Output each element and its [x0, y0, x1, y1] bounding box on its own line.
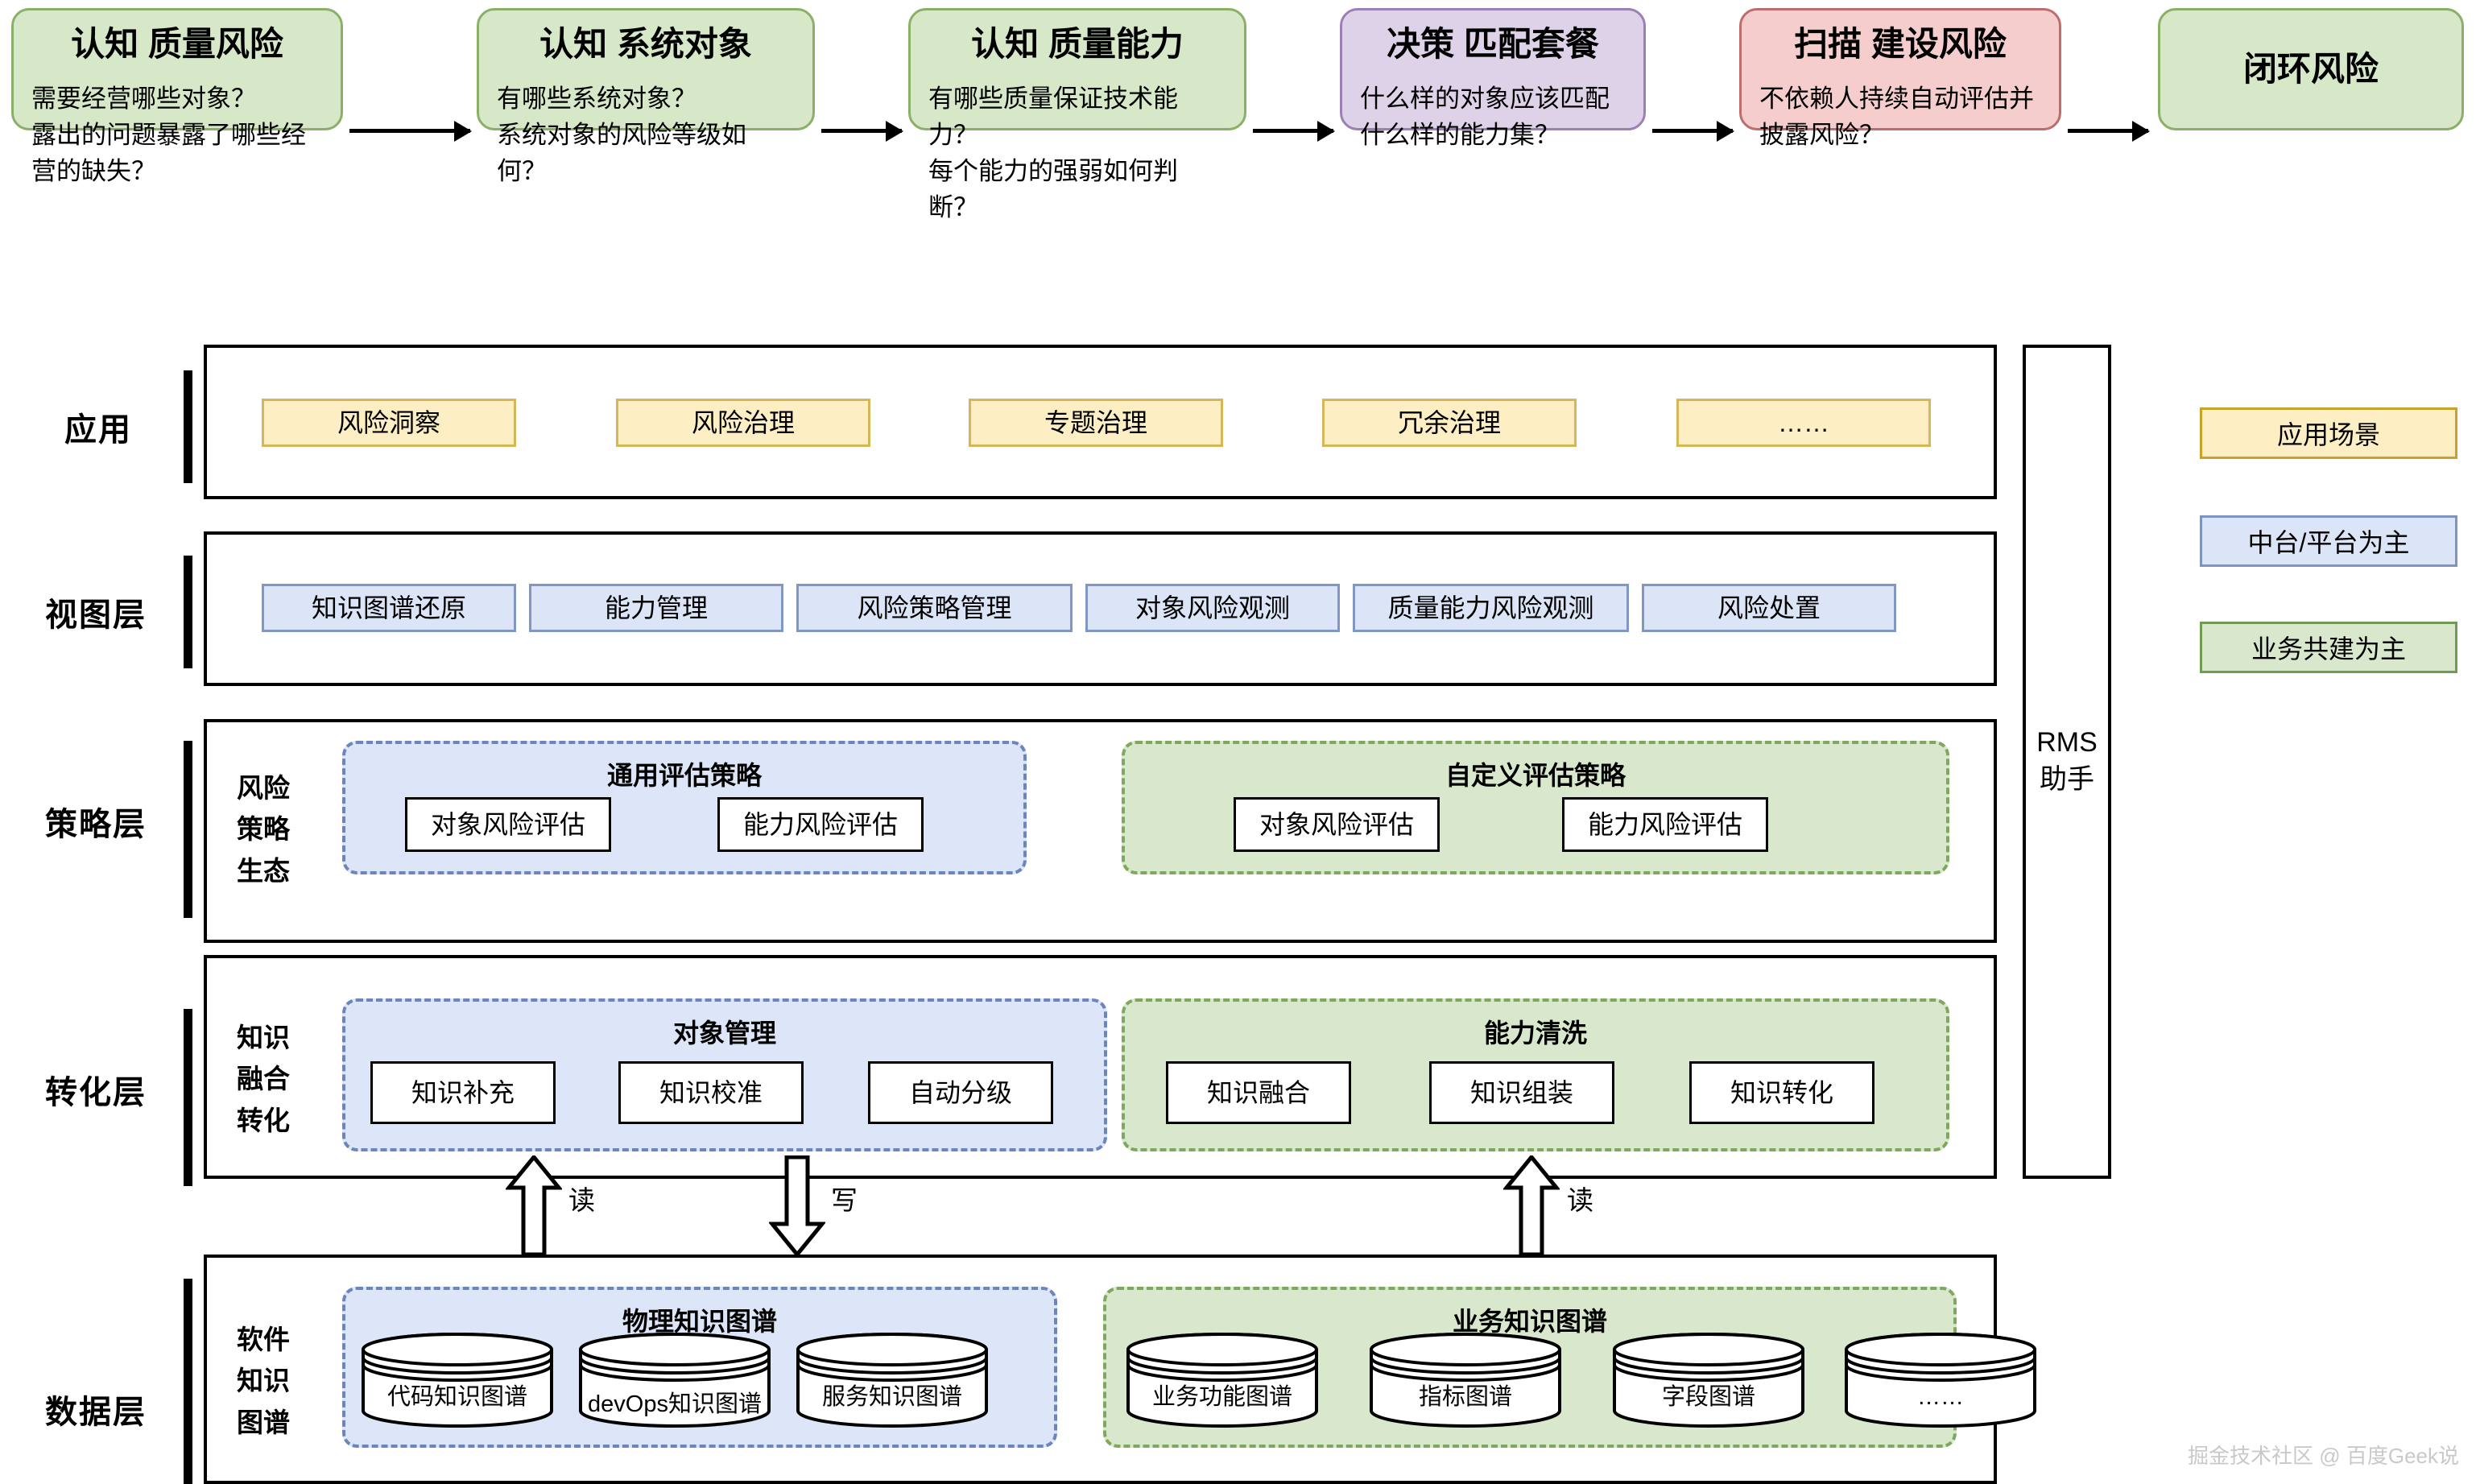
data-group-1-cylinder-0[interactable]: 业务功能图谱: [1126, 1332, 1319, 1428]
app-chip-4[interactable]: ……: [1676, 399, 1931, 447]
app-chip-1[interactable]: 风险治理: [616, 399, 870, 447]
view-chip-1[interactable]: 能力管理: [529, 584, 783, 632]
transform-group-title: 对象管理: [672, 1019, 776, 1048]
layer-label-transform: 转化层: [45, 1075, 147, 1110]
data-group-0-cylinder-1[interactable]: devOps知识图谱: [578, 1332, 771, 1428]
strategy-group-1-item-0[interactable]: 对象风险评估: [1234, 797, 1440, 852]
flow-arrow-3: [1652, 129, 1733, 133]
transform-group-title: 能力清洗: [1483, 1019, 1587, 1048]
flow-step-title: 认知 系统对象: [539, 25, 752, 63]
flow-step-0[interactable]: 认知 质量风险 需要经营哪些对象？ 露出的问题暴露了哪些经营的缺失？: [11, 8, 343, 185]
app-chip-0[interactable]: 风险洞察: [262, 399, 516, 447]
app-chip-2[interactable]: 专题治理: [969, 399, 1223, 447]
strategy-group-title: 自定义评估策略: [1445, 761, 1626, 790]
strategy-group-title: 通用评估策略: [606, 761, 762, 790]
strategy-group-0-item-1[interactable]: 能力风险评估: [717, 797, 924, 852]
data-group-1-cylinder-3-label: ……: [1917, 1383, 1964, 1410]
flow-step-body: 不依赖人持续自动评估并披露风险？: [1759, 85, 2034, 150]
view-chip-2[interactable]: 风险策略管理: [796, 584, 1073, 632]
strategy-group-0-item-0[interactable]: 对象风险评估: [405, 797, 611, 852]
flow-step-title: 决策 匹配套餐: [1387, 25, 1599, 63]
data-group-1-cylinder-1[interactable]: 指标图谱: [1369, 1332, 1562, 1428]
transform-group-0-item-2[interactable]: 自动分级: [868, 1061, 1053, 1124]
flow-step-4[interactable]: 扫描 建设风险 不依赖人持续自动评估并披露风险？: [1739, 8, 2061, 149]
layer-bar-strategy: [184, 741, 192, 918]
layer-label-strategy: 策略层: [45, 807, 147, 842]
database-icon: [1845, 1333, 2036, 1428]
flow-step-body: 有哪些系统对象？ 系统对象的风险等级如何？: [497, 85, 746, 186]
layer-label-application: 应用: [64, 412, 132, 448]
flow-step-body: 有哪些质量保证技术能力？ 每个能力的强弱如何判断？: [928, 85, 1178, 222]
data-group-1-cylinder-2[interactable]: 字段图谱: [1612, 1332, 1805, 1428]
view-chip-0[interactable]: 知识图谱还原: [262, 584, 516, 632]
layer-bar-view: [184, 556, 192, 668]
transform-group-0-item-1[interactable]: 知识校准: [618, 1061, 804, 1124]
arrow-down-icon: [767, 1155, 827, 1258]
data-group-0-cylinder-1-label: devOps知识图谱: [588, 1391, 762, 1418]
data-group-1-cylinder-3[interactable]: ……: [1844, 1332, 2037, 1428]
database-icon: [1613, 1333, 1804, 1428]
transform-group-1-item-1[interactable]: 知识组装: [1429, 1061, 1614, 1124]
data-group-0-cylinder-2-label: 服务知识图谱: [821, 1383, 962, 1410]
database-icon: [362, 1333, 553, 1428]
arrow-up-icon: [504, 1154, 564, 1257]
flow-step-title: 闭环风险: [2242, 49, 2379, 88]
flow-arrow-4: [2068, 129, 2148, 133]
flow-step-3[interactable]: 决策 匹配套餐 什么样的对象应该匹配什么样的能力集？: [1340, 8, 1646, 149]
data-group-title: 业务知识图谱: [1452, 1307, 1607, 1336]
data-group-0-cylinder-0[interactable]: 代码知识图谱: [361, 1332, 554, 1428]
legend-item-business: 业务共建为主: [2200, 622, 2457, 673]
flow-step-title: 扫描 建设风险: [1794, 25, 2007, 63]
data-group-0-cylinder-2[interactable]: 服务知识图谱: [796, 1332, 989, 1428]
flow-step-5[interactable]: 闭环风险: [2158, 8, 2464, 130]
layer-label-data: 数据层: [45, 1395, 147, 1430]
database-icon: [796, 1333, 988, 1428]
flow-step-body: 什么样的对象应该匹配什么样的能力集？: [1360, 85, 1610, 150]
flow-arrow-2: [1253, 129, 1333, 133]
layer-bar-application: [184, 370, 192, 483]
view-chip-4[interactable]: 质量能力风险观测: [1353, 584, 1629, 632]
data-group-1-cylinder-2-label: 字段图谱: [1661, 1383, 1755, 1410]
data-group-1-cylinder-0-label: 业务功能图谱: [1151, 1383, 1292, 1410]
transform-group-1-item-0[interactable]: 知识融合: [1166, 1061, 1351, 1124]
transform-side-label: 知识 融合 转化: [237, 1023, 290, 1135]
layer-bar-data: [184, 1279, 192, 1484]
connector-read-right: [1502, 1154, 1561, 1257]
rms-assistant-label: RMS 助手: [2036, 727, 2098, 795]
app-chip-3[interactable]: 冗余治理: [1322, 399, 1577, 447]
legend-item-application-scenario: 应用场景: [2200, 407, 2457, 459]
data-group-title: 物理知识图谱: [622, 1307, 777, 1336]
strategy-side-label: 风险 策略 生态: [237, 773, 290, 886]
flow-step-2[interactable]: 认知 质量能力 有哪些质量保证技术能力？ 每个能力的强弱如何判断？: [908, 8, 1246, 221]
data-side-label: 软件 知识 图谱: [237, 1325, 290, 1437]
flow-arrow-0: [349, 129, 470, 133]
view-chip-3[interactable]: 对象风险观测: [1085, 584, 1340, 632]
data-group-0-cylinder-0-label: 代码知识图谱: [386, 1383, 527, 1410]
flow-step-1[interactable]: 认知 系统对象 有哪些系统对象？ 系统对象的风险等级如何？: [477, 8, 815, 185]
database-icon: [1126, 1333, 1318, 1428]
layer-bar-transform: [184, 1009, 192, 1186]
flow-step-body: 需要经营哪些对象？ 露出的问题暴露了哪些经营的缺失？: [31, 85, 306, 186]
connector-read-right-label: 读: [1567, 1185, 1593, 1215]
database-icon: [579, 1333, 771, 1428]
strategy-group-1-item-1[interactable]: 能力风险评估: [1562, 797, 1768, 852]
rms-assistant-column[interactable]: RMS 助手: [2023, 345, 2111, 1179]
database-icon: [1370, 1333, 1561, 1428]
connector-write: [767, 1155, 827, 1258]
watermark: 掘金技术社区 @ 百度Geek说: [2188, 1444, 2459, 1468]
connector-read-left-label: 读: [568, 1185, 595, 1215]
flow-arrow-1: [821, 129, 902, 133]
transform-group-0-item-0[interactable]: 知识补充: [370, 1061, 556, 1124]
arrow-up-icon: [1502, 1154, 1561, 1257]
connector-write-label: 写: [831, 1185, 858, 1215]
flow-step-title: 认知 质量风险: [71, 25, 283, 63]
view-chip-5[interactable]: 风险处置: [1642, 584, 1896, 632]
legend-item-platform: 中台/平台为主: [2200, 515, 2457, 567]
connector-read-left: [504, 1154, 564, 1257]
transform-group-1-item-2[interactable]: 知识转化: [1689, 1061, 1874, 1124]
layer-label-view: 视图层: [45, 597, 147, 633]
flow-step-title: 认知 质量能力: [971, 25, 1184, 63]
data-group-1-cylinder-1-label: 指标图谱: [1418, 1383, 1512, 1410]
